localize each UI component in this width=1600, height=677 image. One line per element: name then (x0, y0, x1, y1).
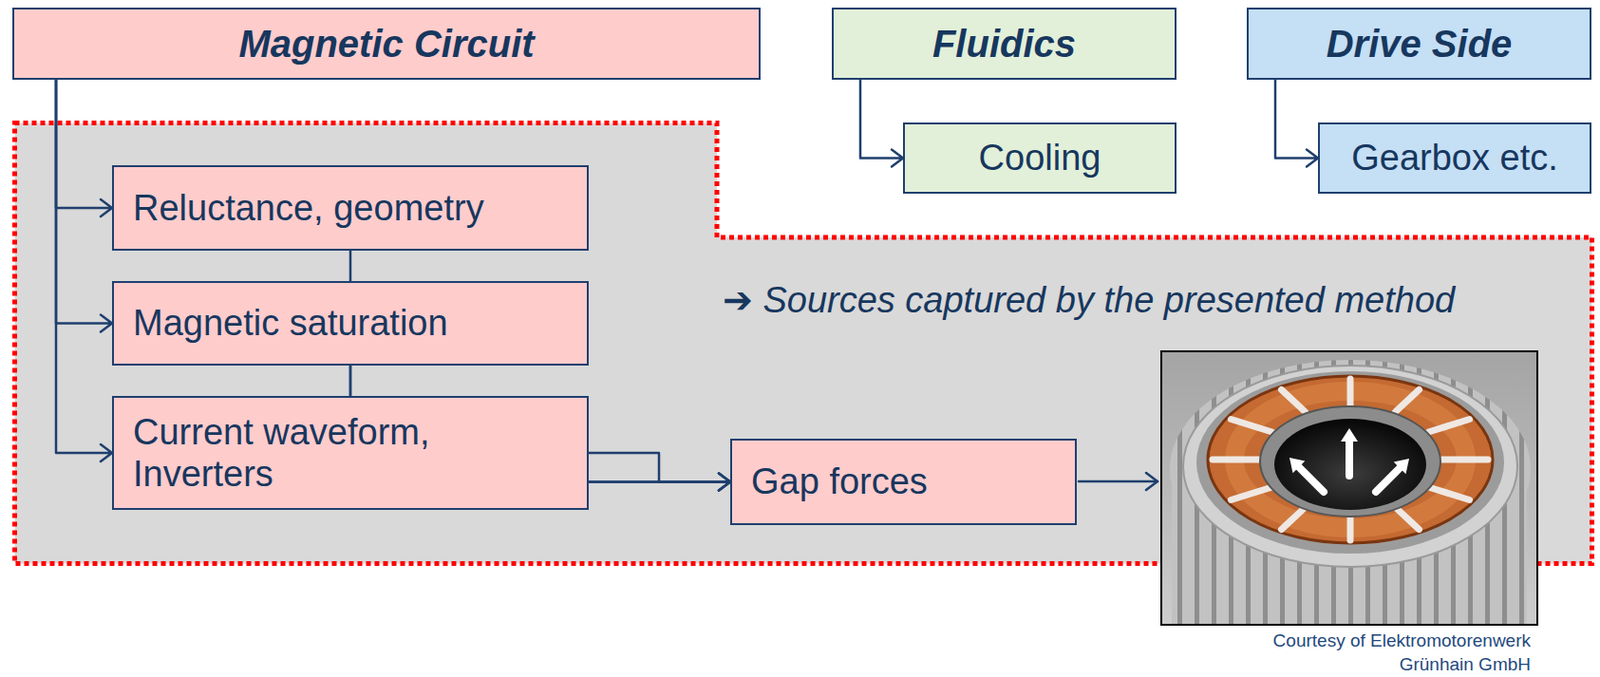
box-label: Magnetic Circuit (238, 21, 534, 66)
category-box: Fluidics (831, 7, 1177, 80)
region-note: ➔ Sources captured by the presented meth… (722, 280, 1455, 322)
connector-arrow (350, 250, 731, 491)
category-box: Magnetic Circuit (12, 7, 761, 80)
connector-arrow (860, 79, 904, 168)
stator-photo (1160, 350, 1539, 626)
source-box: Current waveform, Inverters (112, 395, 589, 510)
connector-arrow (1275, 79, 1318, 168)
connector-arrow (56, 79, 113, 333)
box-label: Gearbox etc. (1351, 137, 1559, 180)
source-box: Gearbox etc. (1317, 122, 1592, 194)
connector-arrow (350, 365, 731, 491)
box-label: Reluctance, geometry (132, 187, 485, 229)
connector-arrow (56, 79, 113, 462)
box-label: Magnetic saturation (132, 301, 449, 344)
source-box: Cooling (903, 122, 1177, 194)
box-label: Fluidics (932, 21, 1076, 66)
source-box: Magnetic saturation (112, 281, 589, 366)
source-box: Reluctance, geometry (112, 165, 589, 251)
box-label: Cooling (978, 137, 1102, 180)
box-label: Gap forces (751, 460, 928, 503)
category-box: Drive Side (1246, 7, 1592, 80)
box-label: Current waveform, Inverters (132, 411, 576, 496)
connector-arrow (56, 79, 113, 217)
connector-arrow (588, 452, 731, 491)
box-label: Drive Side (1326, 21, 1513, 66)
photo-credit: Courtesy of Elektromotorenwerk Grünhain … (1198, 628, 1531, 677)
force-arrow (1078, 472, 1158, 490)
dotted-boundary (15, 123, 1593, 565)
result-box: Gap forces (730, 438, 1077, 526)
